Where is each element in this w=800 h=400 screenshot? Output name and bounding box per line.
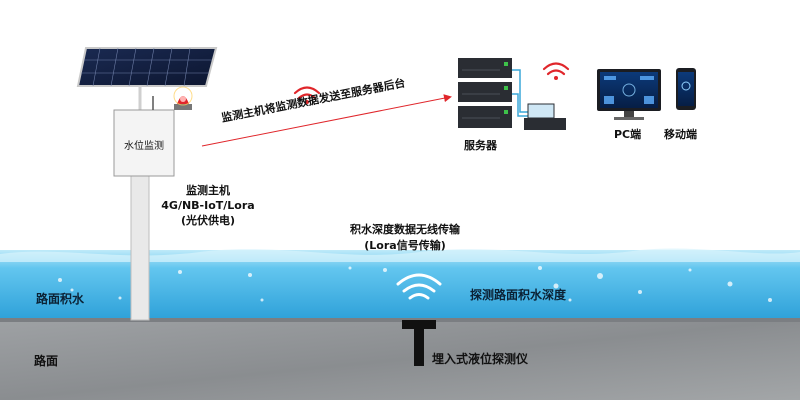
pc-monitor-icon: [597, 69, 661, 120]
monitor-host-label: 监测主机 4G/NB-IoT/Lora (光伏供电): [158, 183, 258, 228]
server-signal-icon: [542, 62, 570, 80]
monitor-box-label: 水位监测: [124, 141, 164, 152]
solar-panel: [76, 47, 218, 112]
server-label: 服务器: [464, 139, 497, 152]
alarm-light-icon: [173, 86, 193, 110]
sensor-label: 埋入式液位探测仪: [432, 352, 529, 366]
monitor-pole: [130, 169, 150, 321]
road-label: 路面: [34, 354, 59, 368]
monitor-box: [113, 109, 175, 177]
wireless-line1: 积水深度数据无线传输: [350, 223, 460, 236]
monitor-host-line3: (光伏供电): [180, 214, 236, 227]
wireless-line2: (Lora信号传输): [364, 239, 446, 252]
mobile-phone-icon: [676, 68, 696, 110]
road-water-label: 路面积水: [36, 292, 85, 306]
monitor-host-line2: 4G/NB-IoT/Lora: [161, 199, 255, 212]
server-cables: [512, 69, 530, 117]
buried-sensor-icon: [402, 320, 436, 366]
detect-depth-label: 探测路面积水深度: [470, 288, 567, 302]
water-signal-icon: [396, 273, 442, 300]
server-icon: [458, 58, 512, 128]
monitor-host-line1: 监测主机: [186, 184, 230, 197]
uplink-arrow: [201, 94, 452, 147]
pc-label: PC端: [614, 128, 642, 141]
uplink-signal-icon: [293, 86, 321, 104]
mobile-label: 移动端: [664, 128, 697, 141]
server-console-icon: [524, 103, 566, 130]
road-ground: [0, 318, 800, 400]
wireless-label: 积水深度数据无线传输 (Lora信号传输): [330, 222, 480, 254]
water-layer: [0, 248, 800, 322]
